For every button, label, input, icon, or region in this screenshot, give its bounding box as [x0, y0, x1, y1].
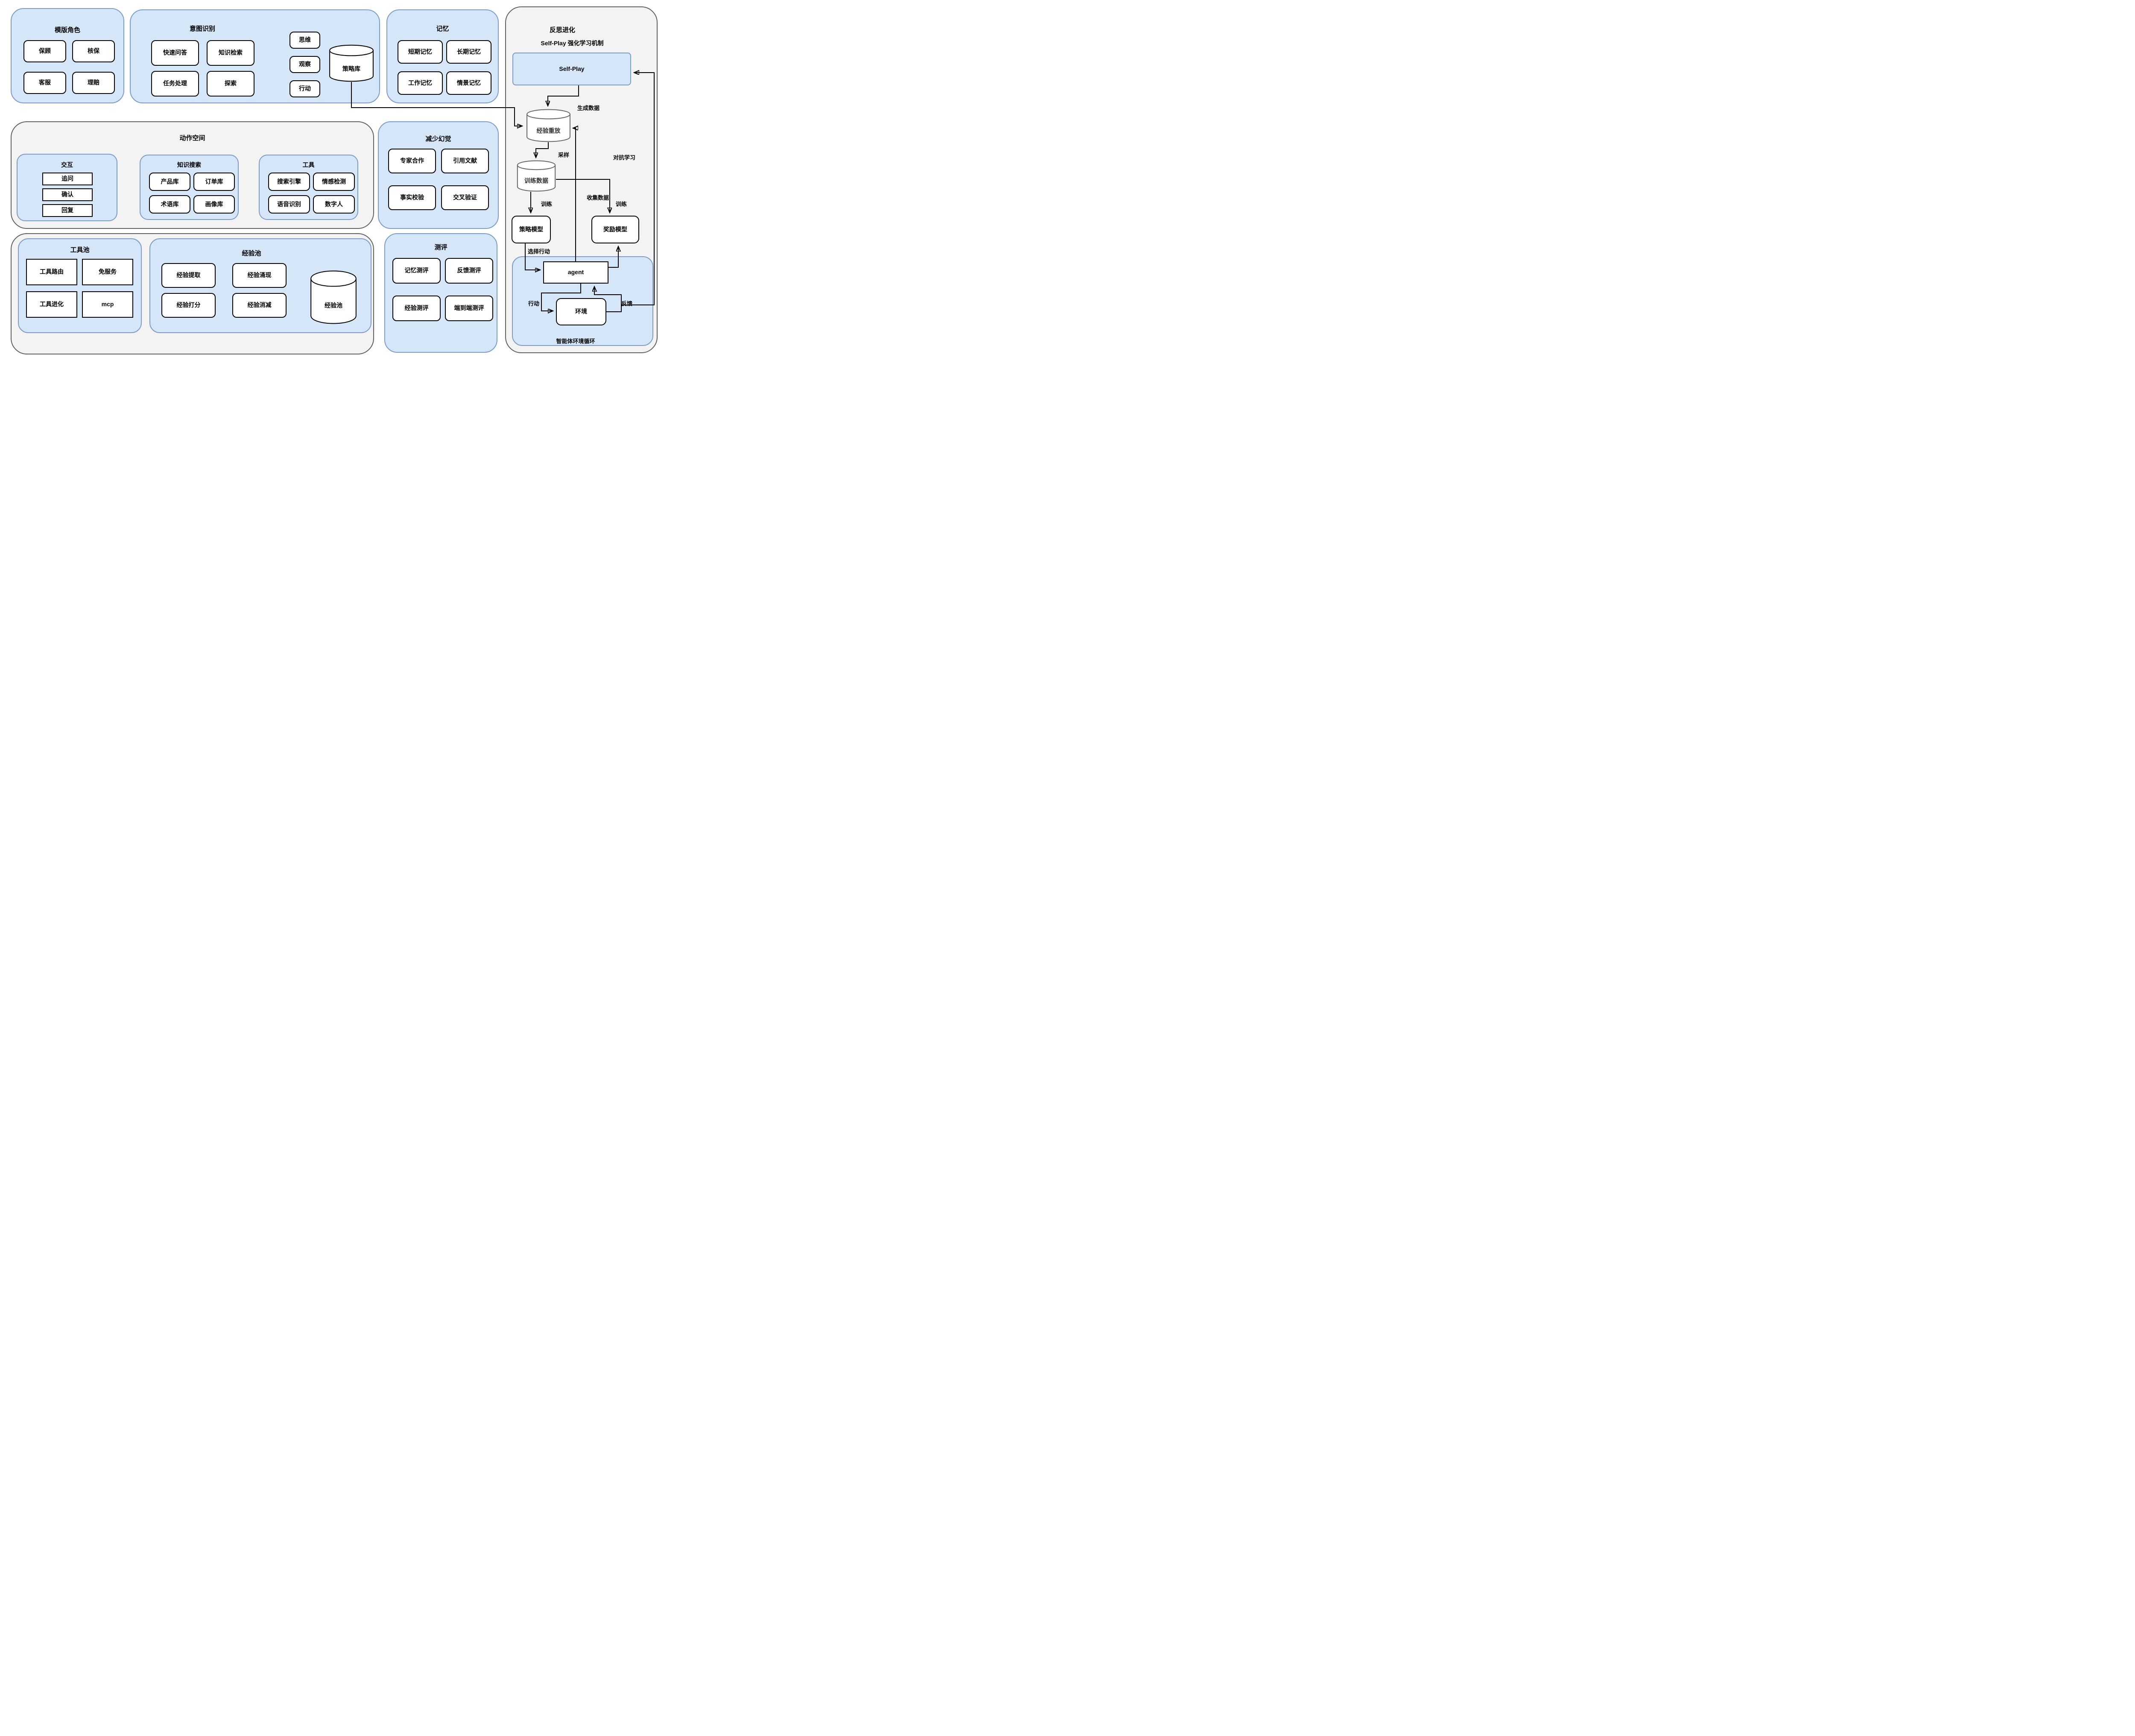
- box-halluc-0: 专家合作: [388, 149, 436, 173]
- box-ksearch-2: 术语库: [149, 195, 190, 214]
- box-toolpool-3: mcp: [82, 291, 133, 318]
- panel-knowledge-search-title: 知识搜索: [177, 161, 201, 168]
- experience-replay-cylinder: 经验重放: [526, 109, 571, 142]
- edge-label-sampling: 采样: [558, 152, 570, 158]
- panel-knowledge-search: 知识搜索 产品库 订单库 术语库 画像库: [140, 155, 239, 220]
- box-intent-3: 探索: [207, 71, 254, 97]
- edge-label-adversarial: 对抗学习: [613, 154, 636, 161]
- training-data-label: 训练数据: [524, 177, 548, 184]
- policy-store-label: 策略库: [342, 65, 360, 73]
- cylinder-icon: [526, 109, 571, 142]
- edge-label-feedback: 反馈: [621, 300, 633, 307]
- box-ksearch-0: 产品库: [149, 173, 190, 191]
- box-toolpool-2: 工具进化: [26, 291, 77, 318]
- panel-intent-recognition-title: 意图识别: [189, 25, 215, 32]
- box-template-roles-1: 核保: [72, 40, 115, 62]
- diagram-canvas: 模版角色 保顾 核保 客服 理赔 意图识别 快速问答 知识检索 任务处理 探索 …: [0, 0, 663, 360]
- box-react-thought: 思维: [290, 32, 320, 49]
- edge-label-action: 行动: [528, 300, 540, 307]
- edge-label-generate-data: 生成数据: [577, 105, 600, 111]
- edge-label-train-reward: 训练: [615, 201, 627, 208]
- edge-label-train-policy: 训练: [541, 201, 553, 208]
- box-template-roles-3: 理赔: [72, 72, 115, 94]
- box-tools-2: 语音识别: [268, 195, 310, 214]
- box-react-observe: 观察: [290, 56, 320, 73]
- cylinder-icon: [517, 160, 556, 192]
- edge-label-collect-data: 收集数据: [586, 194, 609, 201]
- box-toolpool-1: 免服务: [82, 259, 133, 285]
- node-policy-model: 策略模型: [512, 216, 551, 243]
- panel-evaluation-title: 测评: [434, 244, 447, 251]
- edge-label-select-action: 选择行动: [527, 248, 550, 255]
- panel-tool-pool: 工具池 工具路由 免服务 工具进化 mcp: [18, 238, 142, 333]
- box-interaction-2: 回复: [42, 204, 93, 217]
- experience-replay-label: 经验重放: [536, 127, 561, 134]
- panel-experience-pool-title: 经验池: [242, 250, 261, 257]
- box-halluc-3: 交叉验证: [441, 185, 489, 210]
- box-halluc-1: 引用文献: [441, 149, 489, 173]
- panel-reflection-title: 反思进化: [549, 26, 575, 34]
- box-ksearch-3: 画像库: [193, 195, 235, 214]
- box-memory-2: 工作记忆: [398, 71, 443, 95]
- box-template-roles-0: 保顾: [23, 40, 66, 62]
- box-memory-3: 情景记忆: [446, 71, 491, 95]
- box-react-act: 行动: [290, 80, 320, 97]
- panel-hallucination-title: 减少幻觉: [425, 135, 451, 143]
- box-memory-1: 长期记忆: [446, 40, 491, 64]
- training-data-cylinder: 训练数据: [517, 160, 556, 192]
- panel-experience-pool: 经验池 经验提取 经验涌现 经验打分 经验消减 经验池: [149, 238, 371, 333]
- cylinder-icon: [310, 270, 357, 325]
- panel-action-space: 动作空间 交互 追问 确认 回复 知识搜索 产品库 订单库 术语库 画像库 工具…: [11, 121, 374, 229]
- box-tools-0: 搜索引擎: [268, 173, 310, 191]
- panel-memory: 记忆 短期记忆 长期记忆 工作记忆 情景记忆: [386, 9, 499, 103]
- box-interaction-0: 追问: [42, 173, 93, 185]
- panel-tool-pool-title: 工具池: [70, 246, 90, 254]
- cylinder-icon: [329, 44, 374, 82]
- experience-pool-cylinder-label: 经验池: [325, 302, 342, 309]
- box-memory-0: 短期记忆: [398, 40, 443, 64]
- box-toolpool-0: 工具路由: [26, 259, 77, 285]
- panel-interaction-title: 交互: [61, 161, 73, 168]
- node-agent: agent: [543, 261, 608, 284]
- panel-interaction: 交互 追问 确认 回复: [17, 154, 117, 221]
- box-eval-1: 反馈测评: [445, 258, 493, 284]
- node-environment: 环境: [556, 298, 606, 325]
- box-halluc-2: 事实校验: [388, 185, 436, 210]
- panel-reflection-subtitle: Self-Play 强化学习机制: [541, 40, 604, 47]
- agent-env-loop-label: 智能体环境循环: [556, 338, 595, 345]
- panel-evaluation: 测评 记忆测评 反馈测评 经验测评 端到端测评: [384, 233, 497, 353]
- box-eval-0: 记忆测评: [392, 258, 441, 284]
- box-ksearch-1: 订单库: [193, 173, 235, 191]
- box-eval-3: 端到端测评: [445, 296, 493, 321]
- panel-template-roles: 模版角色 保顾 核保 客服 理赔: [11, 8, 124, 103]
- box-interaction-1: 确认: [42, 188, 93, 201]
- panel-tools: 工具 搜索引擎 情感检测 语音识别 数字人: [259, 155, 358, 220]
- box-tools-1: 情感检测: [313, 173, 355, 191]
- panel-action-space-title: 动作空间: [179, 135, 205, 142]
- experience-pool-cylinder: 经验池: [310, 270, 357, 325]
- box-exppool-1: 经验涌现: [232, 263, 287, 288]
- box-exppool-2: 经验打分: [161, 293, 216, 318]
- panel-hallucination-reduction: 减少幻觉 专家合作 引用文献 事实校验 交叉验证: [378, 121, 499, 229]
- node-self-play: Self-Play: [512, 53, 631, 85]
- node-reward-model: 奖励模型: [591, 216, 639, 243]
- box-intent-2: 任务处理: [151, 71, 199, 97]
- box-exppool-3: 经验消减: [232, 293, 287, 318]
- box-template-roles-2: 客服: [23, 72, 66, 94]
- box-intent-0: 快速问答: [151, 40, 199, 66]
- panel-template-roles-title: 模版角色: [54, 26, 80, 34]
- panel-memory-title: 记忆: [436, 25, 449, 32]
- panel-pools-outer: 工具池 工具路由 免服务 工具进化 mcp 经验池 经验提取 经验涌现 经验打分…: [11, 233, 374, 354]
- box-intent-1: 知识检索: [207, 40, 254, 66]
- box-exppool-0: 经验提取: [161, 263, 216, 288]
- box-tools-3: 数字人: [313, 195, 355, 214]
- panel-tools-title: 工具: [302, 161, 315, 168]
- policy-store-cylinder: 策略库: [329, 44, 374, 82]
- box-eval-2: 经验测评: [392, 296, 441, 321]
